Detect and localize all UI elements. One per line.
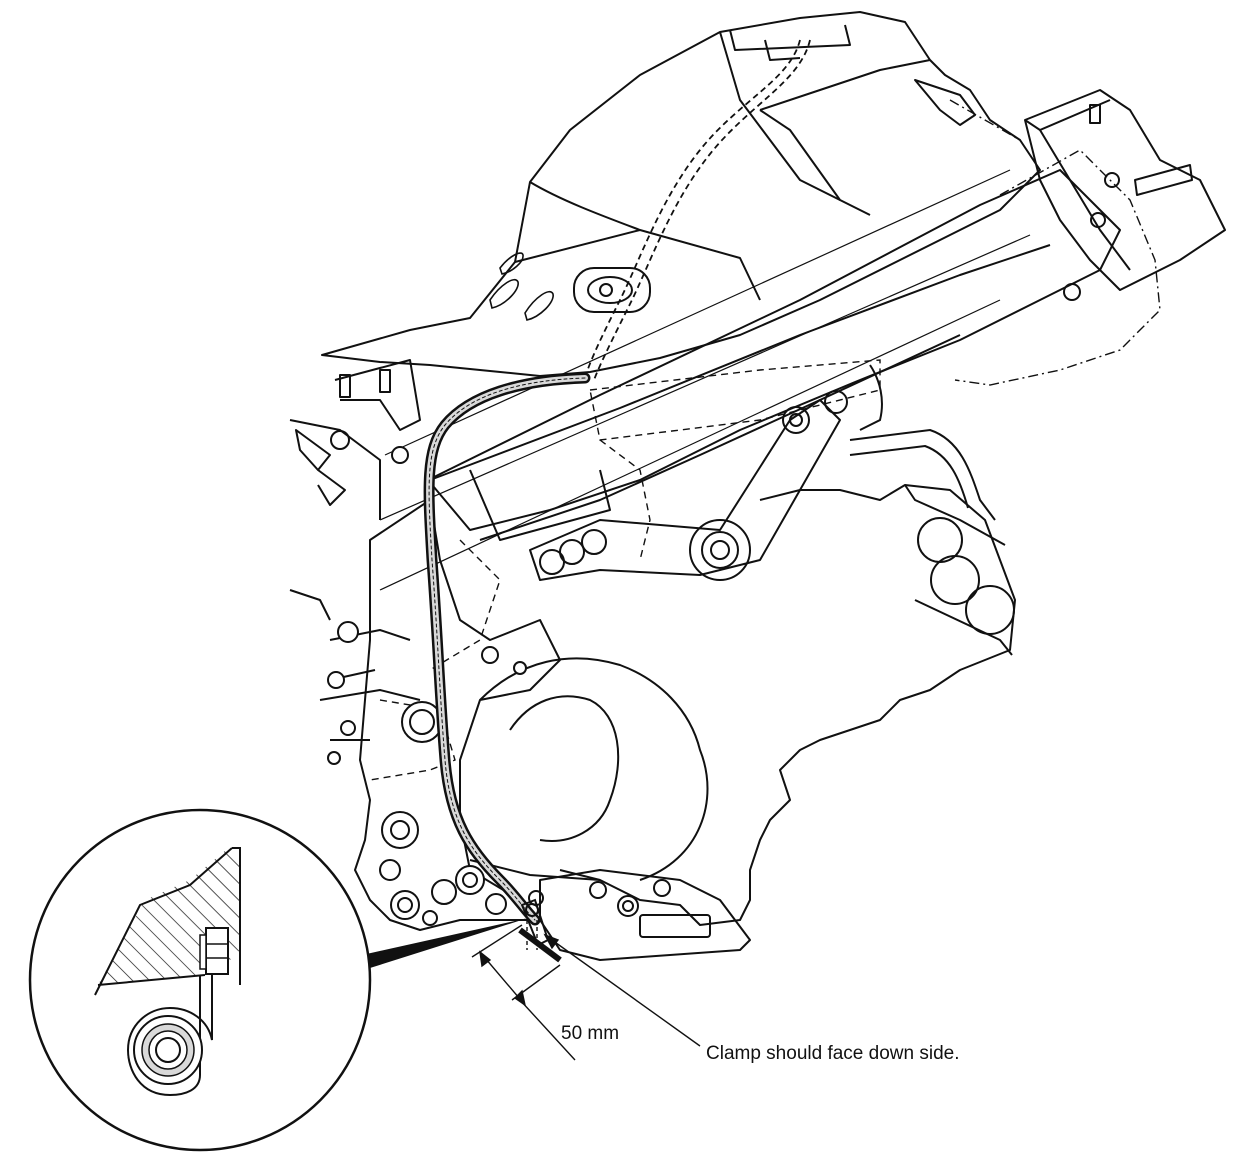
front-brackets [289, 359, 421, 621]
detail-magnifier [28, 808, 372, 1152]
clamp-leader [543, 933, 701, 1047]
cover-outline [949, 99, 1161, 386]
cable-harness [423, 372, 591, 926]
detail-callout-wedge [362, 918, 528, 968]
fuel-tank [321, 11, 1041, 377]
dimension-50mm [471, 924, 576, 1061]
rear-hose [849, 364, 996, 521]
dimension-label: 50 mm [561, 1023, 620, 1044]
tank-hose-route [584, 39, 811, 381]
crankcase [469, 657, 709, 881]
ecu-box [1024, 89, 1226, 301]
clamp-note-label: Clamp should face down side. [706, 1043, 960, 1064]
hidden-outlines [369, 359, 881, 781]
clamp-point [518, 898, 562, 963]
lower-cover [528, 869, 751, 961]
main-frame-spar [379, 169, 1121, 591]
swing-linkage [529, 390, 848, 581]
tank-mount [573, 267, 651, 313]
engine-block [559, 484, 1016, 926]
tank-slots [489, 252, 554, 321]
frame-bolts [327, 430, 527, 926]
